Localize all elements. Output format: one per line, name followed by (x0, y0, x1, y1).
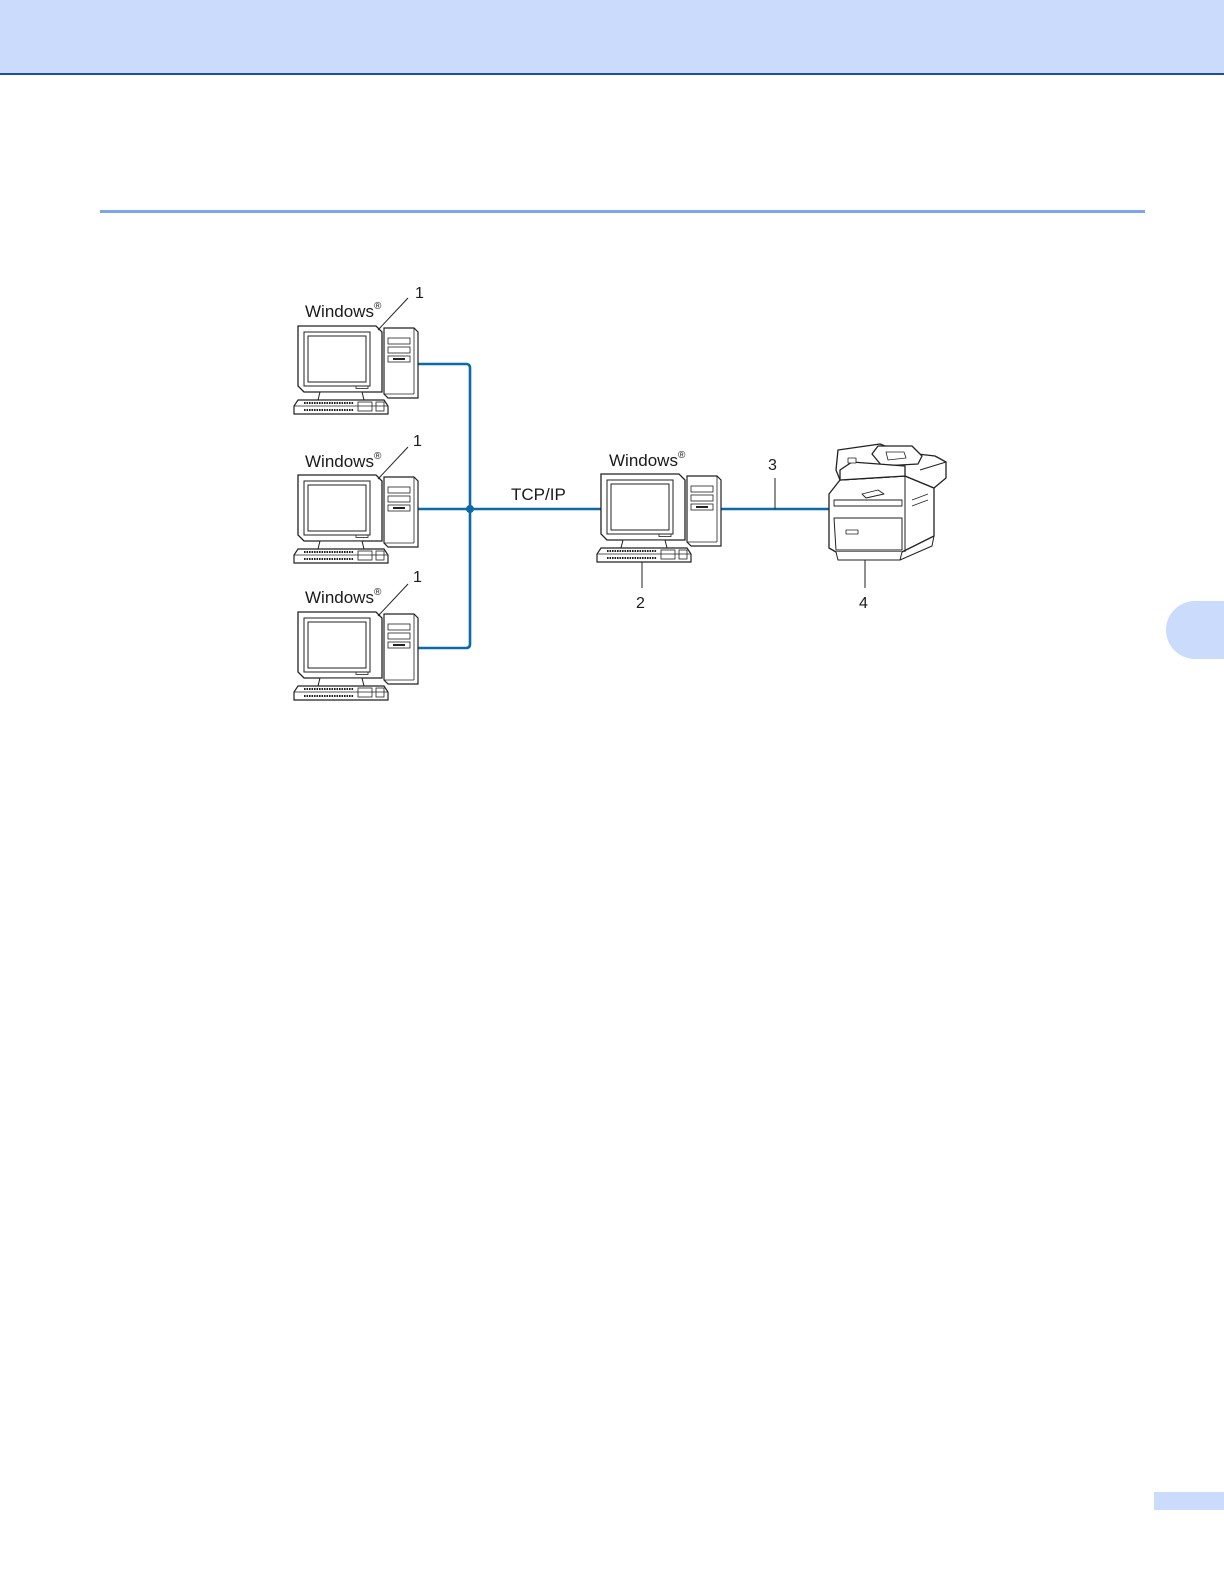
client-os-label-3: Windows® (305, 587, 382, 607)
client-computer-1 (294, 326, 418, 414)
callout-client-2: 1 (413, 433, 422, 450)
client-os-label-1: Windows® (305, 301, 382, 321)
network-protocol-label: TCP/IP (511, 485, 566, 504)
client-os-label-2: Windows® (305, 451, 382, 471)
network-hub-dot (466, 505, 474, 513)
server-os-label: Windows® (609, 450, 686, 470)
callout-client-3: 1 (413, 569, 422, 586)
callout-server: 2 (636, 595, 645, 612)
mfc-printer (829, 444, 946, 560)
server-computer (597, 474, 721, 562)
callout-client-1: 1 (415, 285, 424, 302)
client-computer-3 (294, 612, 418, 700)
callout-link: 3 (768, 457, 777, 474)
callout-printer: 4 (859, 595, 868, 612)
client-computer-2 (294, 475, 418, 563)
